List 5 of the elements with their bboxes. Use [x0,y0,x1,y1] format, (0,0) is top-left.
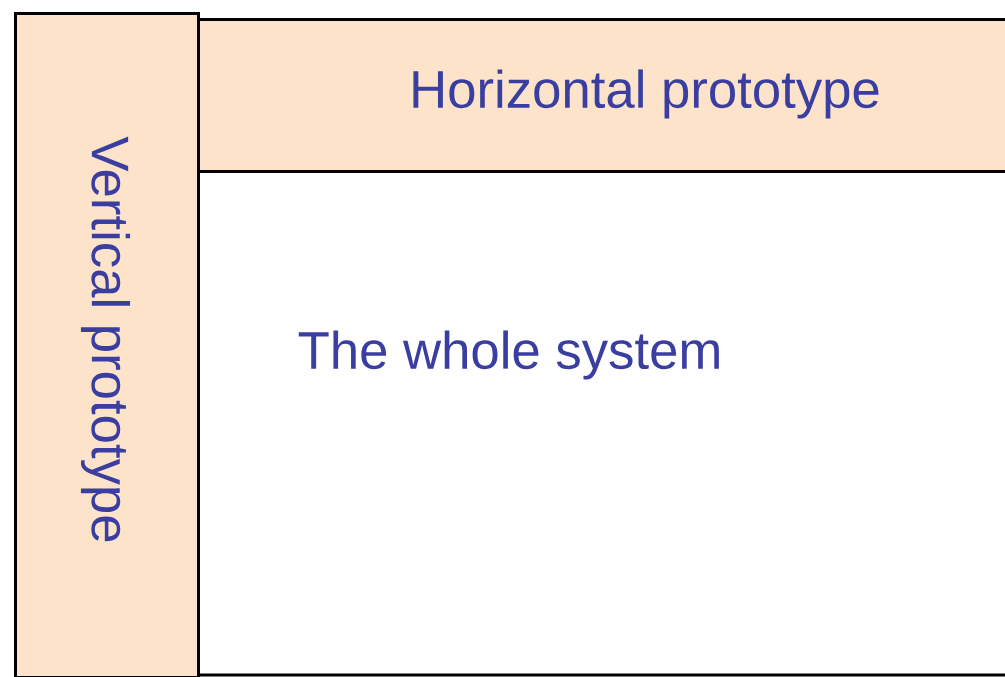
horizontal-band [197,18,1005,173]
area-label: The whole system [298,330,719,380]
vertical-band [14,12,200,677]
band-label: Horizontal prototype [413,69,879,119]
band-label: Vertical prototype [80,136,131,542]
